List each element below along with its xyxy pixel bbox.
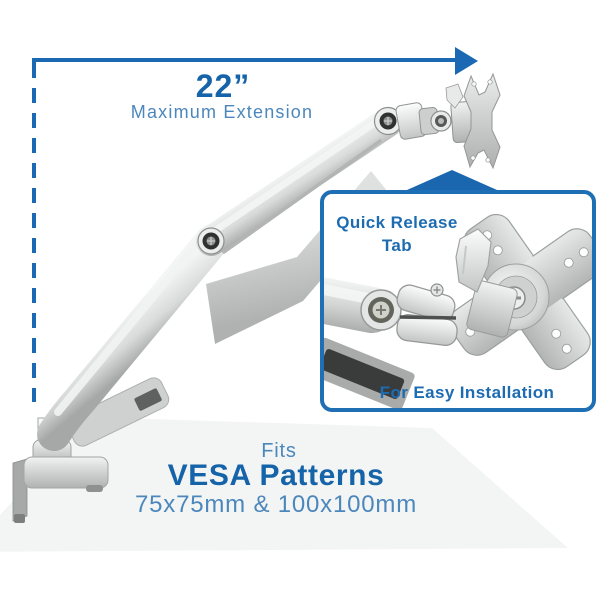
- quick-release-tab-small: [445, 83, 464, 109]
- vesa-patterns-title: VESA Patterns: [167, 459, 385, 492]
- vesa-sizes: 75x75mm & 100x100mm: [135, 491, 417, 518]
- quick-release-title-line2: Tab: [381, 236, 413, 255]
- callout-pointer-icon: [398, 170, 506, 194]
- desk-surface: [0, 417, 568, 552]
- lower-arm-segment: [37, 224, 229, 451]
- inset-arm-underslot: [324, 337, 415, 408]
- clamp-body: [23, 456, 109, 489]
- inset-receiver-block: [466, 280, 518, 338]
- quick-release-title-line1: Quick Release: [336, 213, 458, 232]
- clamp-foot: [86, 485, 103, 492]
- clamp-knob: [14, 514, 25, 523]
- top-joint: [373, 106, 403, 136]
- fits-label: Fits: [261, 440, 297, 462]
- upper-arm-segment: [196, 107, 403, 256]
- inset-arm-end-cap: [360, 289, 402, 331]
- dimension-line: [32, 47, 478, 402]
- callout-box-border: [320, 190, 596, 412]
- inset-arm-closeup: [324, 273, 395, 333]
- max-extension-value: 22”: [195, 68, 251, 104]
- easy-installation-caption: For Easy Installation: [379, 383, 555, 402]
- max-extension-label: Maximum Extension: [130, 102, 314, 122]
- inset-closeup: [324, 213, 592, 408]
- head-hinge: [395, 83, 476, 143]
- elbow-joint: [197, 227, 225, 255]
- dimension-arrowhead-icon: [455, 47, 478, 75]
- inset-clevis-hinge: [396, 283, 458, 346]
- inset-quick-release-tab: [455, 228, 492, 293]
- vesa-plate-edge: [463, 72, 501, 170]
